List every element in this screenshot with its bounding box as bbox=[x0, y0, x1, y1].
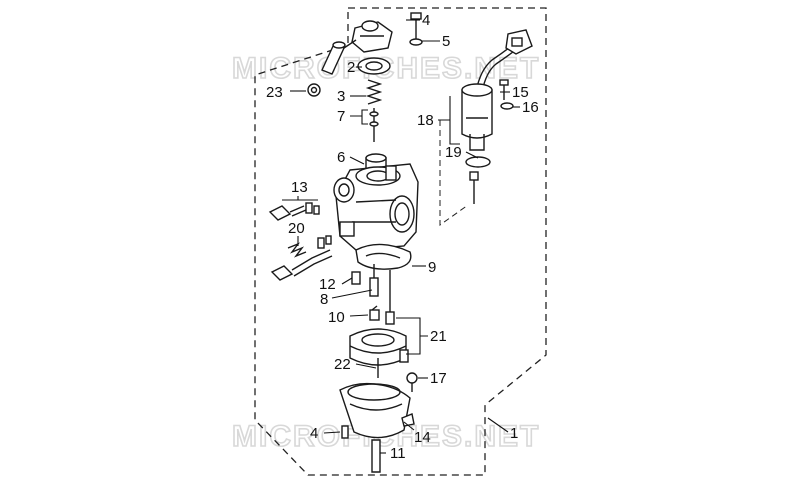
oring-part-19 bbox=[465, 156, 491, 168]
callout-13: 13 bbox=[291, 179, 308, 196]
callout-22: 22 bbox=[334, 356, 351, 373]
starter-cable-part bbox=[475, 29, 533, 93]
screw-part-15 bbox=[499, 79, 509, 100]
jet-part-12 bbox=[351, 271, 361, 285]
screw-part-4-top bbox=[410, 12, 422, 40]
callout-6: 6 bbox=[337, 149, 345, 166]
main-jet-part-10 bbox=[369, 305, 380, 321]
callout-21: 21 bbox=[430, 328, 447, 345]
drain-tube-part-11 bbox=[371, 439, 381, 473]
callout-19: 19 bbox=[445, 144, 462, 161]
callout-5: 5 bbox=[442, 33, 450, 50]
callout-8: 8 bbox=[320, 291, 328, 308]
callout-17: 17 bbox=[430, 370, 447, 387]
assembly-boundary bbox=[254, 7, 547, 476]
callout-9: 9 bbox=[428, 259, 436, 276]
nut-part-23 bbox=[307, 83, 321, 97]
callout-16: 16 bbox=[522, 99, 539, 116]
float-valve-part bbox=[399, 349, 409, 363]
callout-14: 14 bbox=[414, 429, 431, 446]
callout-11: 11 bbox=[390, 445, 406, 462]
screw-part-17 bbox=[406, 372, 418, 392]
screw-set-part-20 bbox=[270, 235, 333, 281]
carburetor-body bbox=[333, 163, 419, 251]
callout-4-bottom: 4 bbox=[310, 425, 318, 442]
hose-part bbox=[321, 39, 357, 75]
starter-guide-line bbox=[439, 120, 469, 226]
screw-set-part-13 bbox=[268, 202, 320, 221]
callout-3: 3 bbox=[337, 88, 345, 105]
spring-part-3 bbox=[365, 79, 383, 105]
callout-7: 7 bbox=[337, 108, 345, 125]
callout-2: 2 bbox=[347, 59, 355, 76]
callout-23: 23 bbox=[266, 84, 283, 101]
needle-part-7 bbox=[369, 108, 379, 142]
callout-4-top: 4 bbox=[422, 12, 430, 29]
callout-10: 10 bbox=[328, 309, 345, 326]
gasket-part-9 bbox=[355, 243, 412, 270]
gasket-part-2 bbox=[357, 57, 391, 75]
callout-18: 18 bbox=[417, 112, 434, 129]
float-needle-part bbox=[385, 270, 395, 325]
callout-12: 12 bbox=[319, 276, 336, 293]
choke-plunger-part bbox=[469, 171, 479, 204]
screw-part-4-bottom bbox=[341, 425, 349, 439]
callout-1: 1 bbox=[510, 425, 518, 442]
needle-jet-part-8 bbox=[369, 264, 379, 297]
auto-choke-part-18 bbox=[461, 83, 493, 151]
washer-part-16 bbox=[500, 102, 514, 110]
float-bowl bbox=[339, 382, 411, 439]
cable-elbow-part bbox=[351, 20, 393, 53]
callout-15: 15 bbox=[512, 84, 529, 101]
washer-part-5 bbox=[409, 38, 423, 46]
callout-20: 20 bbox=[288, 220, 305, 237]
